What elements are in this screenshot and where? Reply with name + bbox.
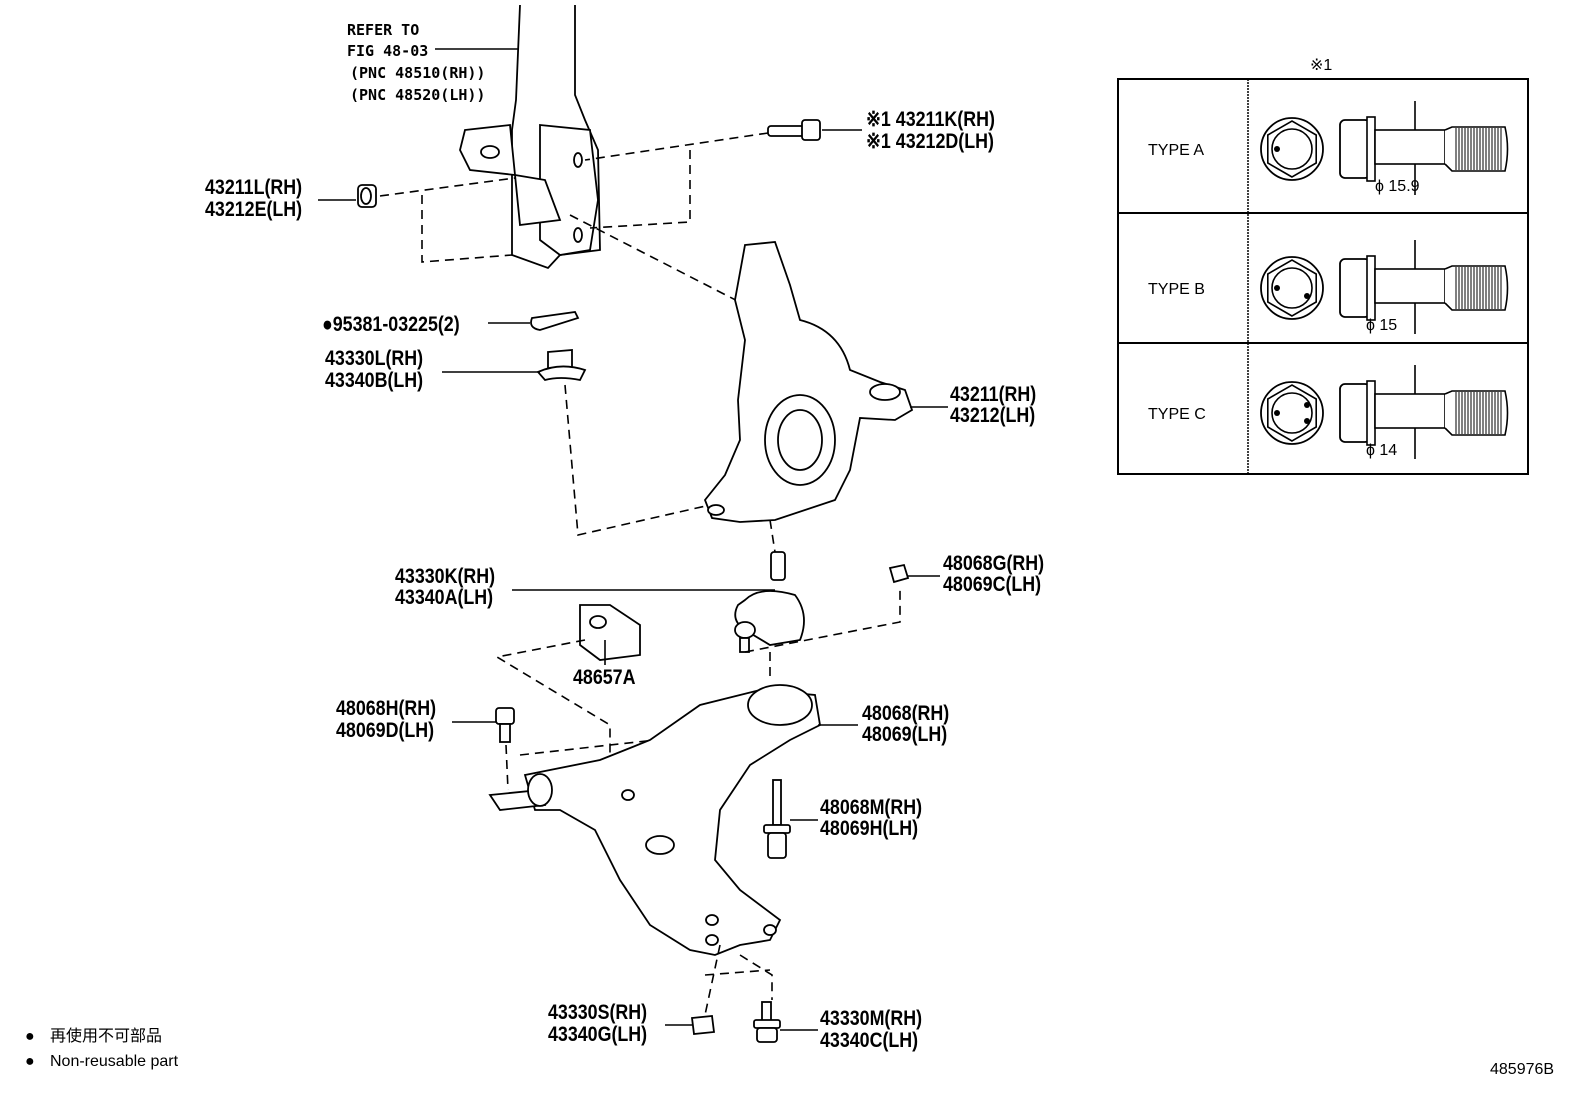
strut-assembly-drawing: [459, 4, 601, 270]
part-number-label: ※1 43211K(RH): [866, 108, 995, 132]
legend: ● 再使用不可部品 ● Non-reusable part: [25, 1027, 179, 1070]
bolt-diameter-label: ϕ 15.9: [1375, 178, 1420, 195]
lower-arm-drawing: [488, 684, 821, 956]
part-number-label: 43330L(RH): [325, 347, 423, 371]
legend-bullet-icon: ●: [25, 1028, 35, 1045]
part-number-label: ※1 43212D(LH): [866, 130, 994, 154]
part-number-label: 48068M(RH): [820, 796, 922, 820]
part-number-label: 43340C(LH): [820, 1029, 918, 1053]
callout-strut-reference: REFER TO FIG 48-03 (PNC 48510(RH)) (PNC …: [347, 21, 485, 104]
dashed-line: [584, 132, 769, 229]
part-number-label: 43330M(RH): [820, 1007, 922, 1031]
dashed-line: [704, 944, 773, 1016]
part-number-label: 43340A(LH): [395, 586, 493, 610]
part-number-label: 48069(LH): [862, 723, 947, 747]
bolt-type-label: TYPE B: [1148, 281, 1205, 298]
bolt-head-end-view-icon: [1260, 117, 1324, 181]
legend-japanese: 再使用不可部品: [50, 1027, 162, 1045]
callout-line: (PNC 48520(LH)): [350, 86, 485, 104]
part-number-label: 48068H(RH): [336, 697, 436, 721]
nut-43211L: [357, 184, 377, 208]
part-number-label: 48657A: [573, 666, 635, 690]
bolt-type-row: TYPE A ϕ 15.9: [1148, 101, 1509, 195]
bolt-type-label: TYPE C: [1148, 406, 1206, 423]
castle-nut-43330L: [536, 349, 587, 382]
steering-knuckle-drawing: [703, 241, 914, 523]
bolt-head-end-view-icon: [1260, 256, 1324, 320]
part-number-label: 43330S(RH): [548, 1001, 647, 1025]
part-number-label: 43340G(LH): [548, 1023, 647, 1047]
legend-english: Non-reusable part: [50, 1053, 179, 1070]
nut-43330S: [690, 1015, 716, 1035]
ball-joint-drawing: [734, 551, 805, 653]
bolt-48068M: [763, 779, 791, 859]
cotter-pin-drawing: [530, 311, 580, 331]
dashed-line: [769, 519, 776, 553]
dashed-line: [494, 639, 611, 760]
bracket-48657A: [579, 604, 641, 661]
part-number-label: 43330K(RH): [395, 565, 495, 589]
bolt-type-label: TYPE A: [1148, 142, 1204, 159]
part-number-label: 48069H(LH): [820, 817, 918, 841]
figure-id: 485976B: [1490, 1061, 1554, 1078]
bolt-diameter-label: ϕ 14: [1366, 442, 1397, 459]
part-number-label: 43211(RH): [950, 383, 1036, 407]
nut-48068G: [888, 563, 910, 584]
part-number-label: 43212E(LH): [205, 198, 302, 222]
bolt-43330M: [753, 1001, 781, 1043]
dashed-line: [744, 585, 901, 680]
dashed-line: [569, 214, 756, 311]
bolt-head-end-view-icon: [1260, 381, 1324, 445]
callout-line: FIG 48-03: [347, 42, 428, 60]
part-number-label: 48069C(LH): [943, 573, 1041, 597]
bolt-diameter-label: ϕ 15: [1366, 317, 1397, 334]
part-number-label: 43212(LH): [950, 404, 1035, 428]
bolt-side-view-icon: [1339, 240, 1509, 334]
part-number-label: 48068(RH): [862, 702, 949, 726]
part-number-label: 48069D(LH): [336, 719, 434, 743]
dashed-line: [379, 177, 516, 263]
part-number-label: 43340B(LH): [325, 369, 423, 393]
callout-line: REFER TO: [347, 21, 419, 39]
bolt-type-row: TYPE B ϕ 15: [1148, 240, 1509, 334]
bolt-43211K: [767, 119, 821, 141]
table-note-mark: ※1: [1310, 57, 1332, 74]
part-number-label: 43211L(RH): [205, 176, 302, 200]
bolt-side-view-icon: [1339, 101, 1509, 195]
bolt-type-row: TYPE C ϕ 14: [1148, 365, 1509, 459]
bolt-48068H: [495, 707, 515, 743]
dashed-line: [505, 739, 656, 791]
bolt-side-view-icon: [1339, 365, 1509, 459]
dashed-line: [564, 384, 711, 536]
part-number-label: 48068G(RH): [943, 552, 1044, 576]
part-number-label: ●95381-03225(2): [322, 313, 460, 337]
callout-line: (PNC 48510(RH)): [350, 64, 485, 82]
legend-bullet-icon: ●: [25, 1053, 35, 1070]
